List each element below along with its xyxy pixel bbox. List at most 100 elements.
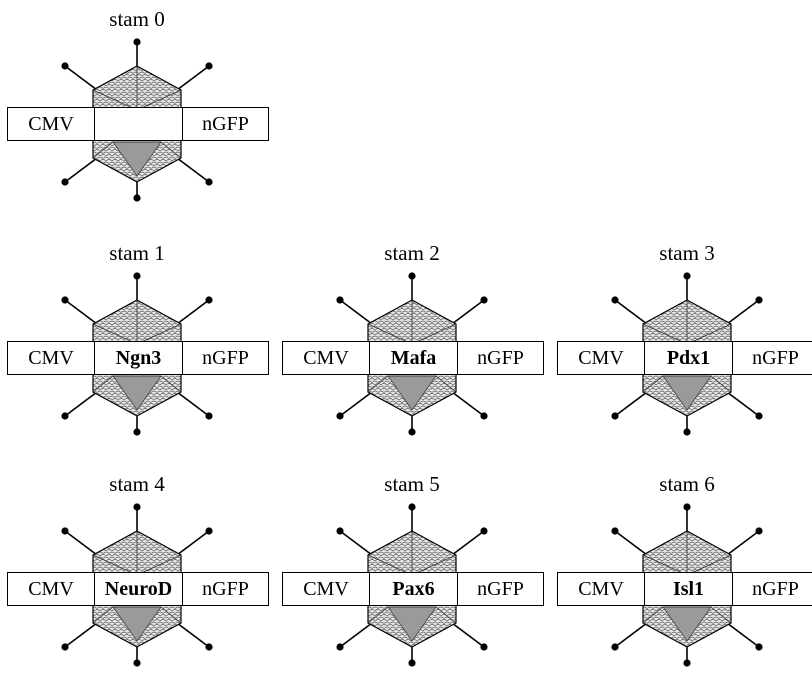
reporter-label: nGFP bbox=[202, 112, 249, 135]
fiber-knob-icon bbox=[611, 527, 619, 535]
fiber-knob-icon bbox=[205, 412, 213, 420]
gene-label: NeuroD bbox=[95, 573, 183, 605]
capsid-facet-icon bbox=[642, 606, 732, 624]
fiber-icon bbox=[451, 622, 485, 648]
fiber-knob-icon bbox=[61, 178, 69, 186]
fiber-icon bbox=[64, 65, 98, 91]
stain-title: stam 4 bbox=[109, 472, 165, 496]
fiber-icon bbox=[339, 530, 373, 556]
fiber-knob-icon bbox=[133, 659, 141, 667]
fiber-icon bbox=[64, 530, 98, 556]
fiber-icon bbox=[64, 391, 98, 417]
fiber-knob-icon bbox=[133, 194, 141, 202]
fiber-knob-icon bbox=[480, 643, 488, 651]
promoter-label: CMV bbox=[8, 573, 95, 605]
gene-label: Pdx1 bbox=[645, 342, 733, 374]
promoter-label: CMV bbox=[8, 108, 95, 140]
fiber-icon bbox=[176, 157, 210, 183]
fiber-knob-icon bbox=[480, 527, 488, 535]
promoter-label: CMV bbox=[283, 573, 370, 605]
fiber-knob-icon bbox=[336, 527, 344, 535]
fiber-knob-icon bbox=[205, 643, 213, 651]
fiber-knob-icon bbox=[336, 412, 344, 420]
fiber-knob-icon bbox=[205, 178, 213, 186]
fiber-knob-icon bbox=[205, 527, 213, 535]
fiber-icon bbox=[64, 622, 98, 648]
fiber-knob-icon bbox=[611, 296, 619, 304]
fiber-knob-icon bbox=[205, 62, 213, 70]
fiber-knob-icon bbox=[133, 503, 141, 511]
gene-label: Ngn3 bbox=[95, 342, 183, 374]
fiber-icon bbox=[726, 299, 760, 325]
fiber-icon bbox=[176, 299, 210, 325]
reporter-label: nGFP bbox=[752, 577, 799, 600]
fiber-knob-icon bbox=[683, 503, 691, 511]
fiber-knob-icon bbox=[205, 296, 213, 304]
fiber-knob-icon bbox=[61, 62, 69, 70]
fiber-knob-icon bbox=[755, 527, 763, 535]
gene-label: Mafa bbox=[370, 342, 458, 374]
fiber-icon bbox=[726, 391, 760, 417]
fiber-icon bbox=[176, 391, 210, 417]
reporter-label: nGFP bbox=[477, 577, 524, 600]
promoter-label: CMV bbox=[558, 573, 645, 605]
promoter-label: CMV bbox=[8, 342, 95, 374]
fiber-icon bbox=[614, 622, 648, 648]
gene-label bbox=[95, 108, 183, 140]
construct-box: CMV nGFP bbox=[7, 107, 269, 141]
fiber-icon bbox=[614, 530, 648, 556]
fiber-knob-icon bbox=[755, 412, 763, 420]
fiber-knob-icon bbox=[408, 659, 416, 667]
fiber-icon bbox=[339, 391, 373, 417]
fiber-icon bbox=[726, 622, 760, 648]
fiber-icon bbox=[176, 622, 210, 648]
fiber-icon bbox=[64, 299, 98, 325]
fiber-knob-icon bbox=[408, 428, 416, 436]
stain-title: stam 2 bbox=[384, 241, 440, 265]
fiber-knob-icon bbox=[683, 272, 691, 280]
stain-panel: stam 0 CMV nGFP bbox=[7, 6, 277, 226]
capsid-facet-icon bbox=[642, 375, 732, 393]
fiber-icon bbox=[451, 299, 485, 325]
stain-title: stam 5 bbox=[384, 472, 440, 496]
stain-title: stam 1 bbox=[109, 241, 165, 265]
capsid-facet-icon bbox=[92, 606, 182, 624]
fiber-knob-icon bbox=[480, 412, 488, 420]
fiber-knob-icon bbox=[133, 428, 141, 436]
fiber-knob-icon bbox=[683, 428, 691, 436]
fiber-knob-icon bbox=[336, 296, 344, 304]
reporter-label: nGFP bbox=[202, 346, 249, 369]
fiber-icon bbox=[726, 530, 760, 556]
fiber-knob-icon bbox=[755, 643, 763, 651]
fiber-knob-icon bbox=[61, 296, 69, 304]
fiber-knob-icon bbox=[61, 643, 69, 651]
stain-title: stam 3 bbox=[659, 241, 715, 265]
fiber-icon bbox=[451, 530, 485, 556]
fiber-icon bbox=[451, 391, 485, 417]
fiber-icon bbox=[176, 530, 210, 556]
fiber-knob-icon bbox=[611, 412, 619, 420]
fiber-knob-icon bbox=[61, 412, 69, 420]
fiber-icon bbox=[614, 299, 648, 325]
fiber-knob-icon bbox=[755, 296, 763, 304]
stain-title: stam 0 bbox=[109, 7, 165, 31]
promoter-label: CMV bbox=[558, 342, 645, 374]
fiber-knob-icon bbox=[683, 659, 691, 667]
reporter-label: nGFP bbox=[477, 346, 524, 369]
gene-label: Isl1 bbox=[645, 573, 733, 605]
reporter-label: nGFP bbox=[202, 577, 249, 600]
capsid-facet-icon bbox=[92, 141, 182, 159]
gene-label: Pax6 bbox=[370, 573, 458, 605]
fiber-knob-icon bbox=[408, 503, 416, 511]
fiber-knob-icon bbox=[336, 643, 344, 651]
